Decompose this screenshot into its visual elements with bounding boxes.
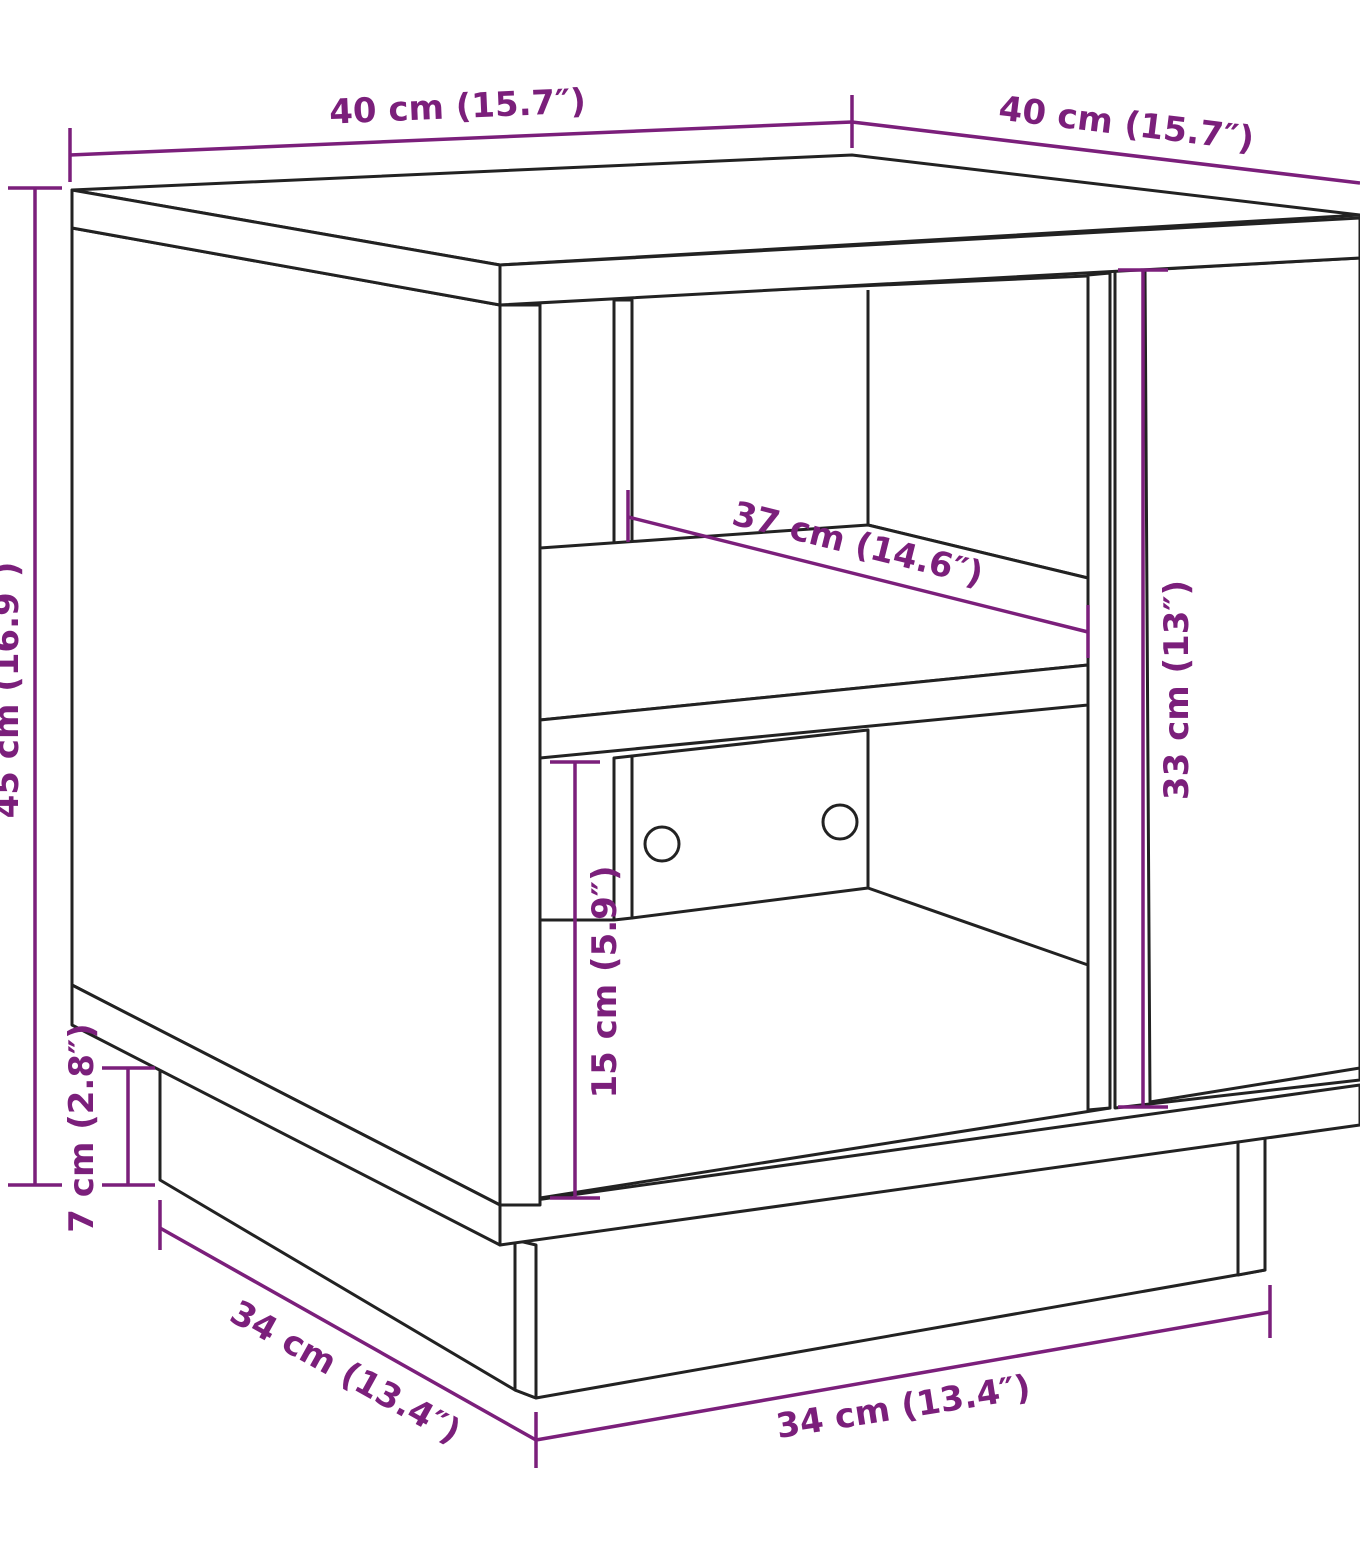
dim-line-base-width	[535, 1310, 1271, 1442]
cabinet-body	[70, 226, 1360, 1247]
label-base-height: 7 cm (2.8″)	[62, 1023, 102, 1232]
label-top-width: 40 cm (15.7″)	[328, 81, 586, 132]
label-lower-height: 15 cm (5.9″)	[585, 865, 625, 1098]
dim-line-shelf-depth	[627, 515, 1089, 634]
label-door-height: 33 cm (13″)	[1157, 580, 1197, 800]
dim-line-top-width	[69, 120, 853, 157]
label-top-depth: 40 cm (15.7″)	[996, 89, 1256, 160]
label-base-width: 34 cm (13.4″)	[773, 1367, 1033, 1447]
dim-line-top-depth	[851, 120, 1360, 185]
dim-line-base-depth	[159, 1226, 537, 1442]
dimension-lines	[8, 95, 1360, 1468]
table-top	[70, 153, 1360, 307]
label-total-height: 45 cm (16.9″)	[0, 562, 27, 819]
